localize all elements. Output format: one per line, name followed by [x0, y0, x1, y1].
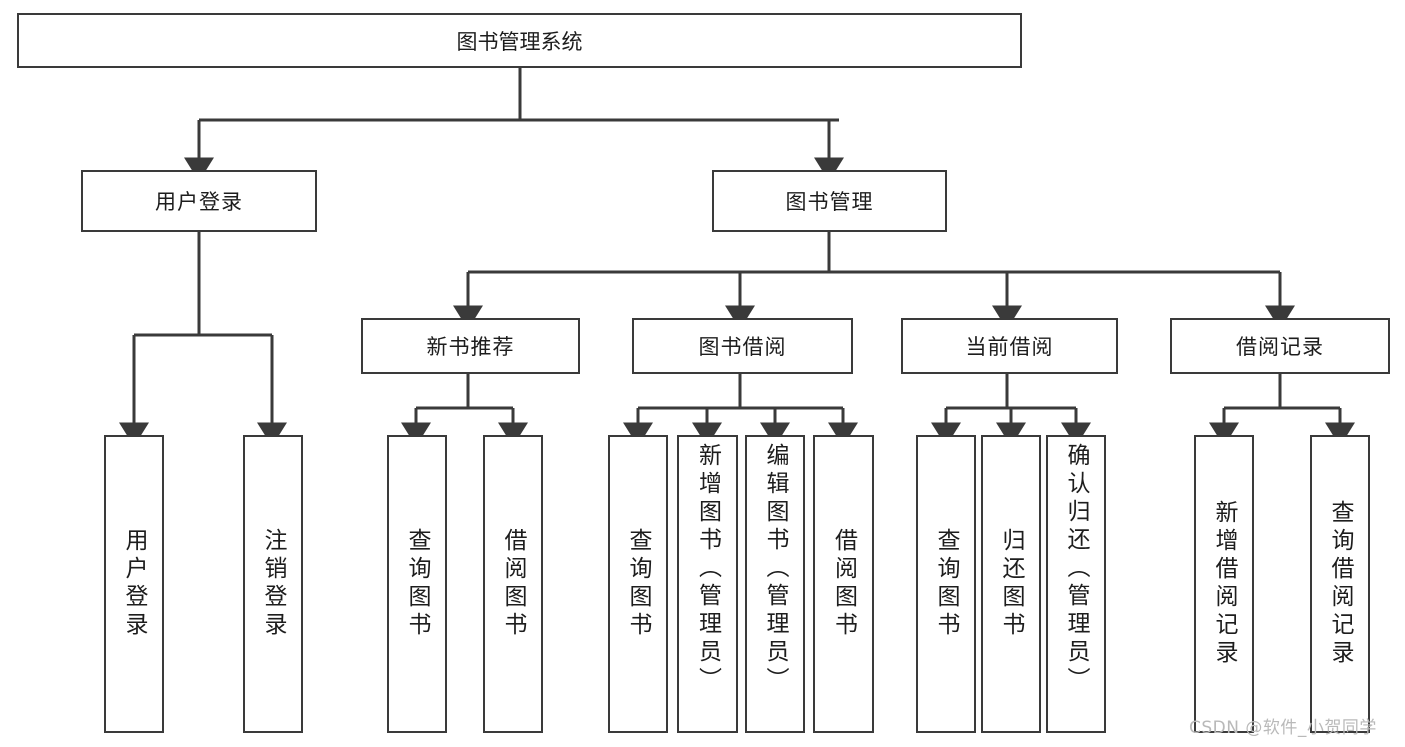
node-borrow-record-label: 借阅记录: [1236, 335, 1324, 359]
leaf-borrow-book-recommend[interactable]: 借阅图书: [483, 435, 543, 733]
leaf-borrow-book-label: 借阅图书: [830, 528, 857, 640]
node-book-manage-label: 图书管理: [785, 190, 874, 214]
leaf-add-borrow-record-label: 新增借阅记录: [1211, 500, 1237, 668]
node-user-login[interactable]: 用户登录: [81, 170, 317, 232]
leaf-edit-book-admin[interactable]: 编辑图书（管理员）: [745, 435, 805, 733]
leaf-logout[interactable]: 注销登录: [243, 435, 303, 733]
node-book-manage[interactable]: 图书管理: [712, 170, 947, 232]
leaf-query-book-borrow[interactable]: 查询图书: [608, 435, 668, 733]
node-book-borrow[interactable]: 图书借阅: [632, 318, 853, 374]
leaf-return-book-label: 归还图书: [998, 528, 1024, 640]
node-new-book-recommend[interactable]: 新书推荐: [361, 318, 580, 374]
node-book-borrow-label: 图书借阅: [698, 335, 787, 359]
node-current-borrow[interactable]: 当前借阅: [901, 318, 1118, 374]
node-root[interactable]: 图书管理系统: [17, 13, 1022, 68]
node-borrow-record[interactable]: 借阅记录: [1170, 318, 1390, 374]
leaf-borrow-book[interactable]: 借阅图书: [813, 435, 874, 733]
leaf-query-book-borrow-label: 查询图书: [625, 528, 651, 640]
leaf-edit-book-admin-label: 编辑图书（管理员）: [762, 443, 788, 695]
leaf-query-book-recommend-label: 查询图书: [404, 528, 430, 640]
leaf-query-book-current-label: 查询图书: [933, 528, 959, 640]
leaf-confirm-return-admin-label: 确认归还（管理员）: [1063, 443, 1089, 695]
leaf-add-book-admin-label: 新增图书（管理员）: [694, 443, 721, 695]
node-current-borrow-label: 当前借阅: [965, 335, 1054, 359]
watermark: CSDN @软件_小贺同学: [1189, 718, 1377, 738]
leaf-query-borrow-record[interactable]: 查询借阅记录: [1310, 435, 1370, 733]
leaf-confirm-return-admin[interactable]: 确认归还（管理员）: [1046, 435, 1106, 733]
leaf-query-book-recommend[interactable]: 查询图书: [387, 435, 447, 733]
leaf-query-borrow-record-label: 查询借阅记录: [1327, 500, 1353, 668]
leaf-add-book-admin[interactable]: 新增图书（管理员）: [677, 435, 738, 733]
node-user-login-label: 用户登录: [155, 190, 243, 214]
node-new-book-recommend-label: 新书推荐: [426, 335, 515, 359]
leaf-borrow-book-recommend-label: 借阅图书: [500, 528, 526, 640]
leaf-logout-label: 注销登录: [260, 528, 286, 640]
leaf-add-borrow-record[interactable]: 新增借阅记录: [1194, 435, 1254, 733]
leaf-query-book-current[interactable]: 查询图书: [916, 435, 976, 733]
leaf-user-login-label: 用户登录: [121, 528, 147, 640]
node-root-label: 图书管理系统: [456, 29, 583, 54]
leaf-return-book[interactable]: 归还图书: [981, 435, 1041, 733]
leaf-user-login[interactable]: 用户登录: [104, 435, 164, 733]
